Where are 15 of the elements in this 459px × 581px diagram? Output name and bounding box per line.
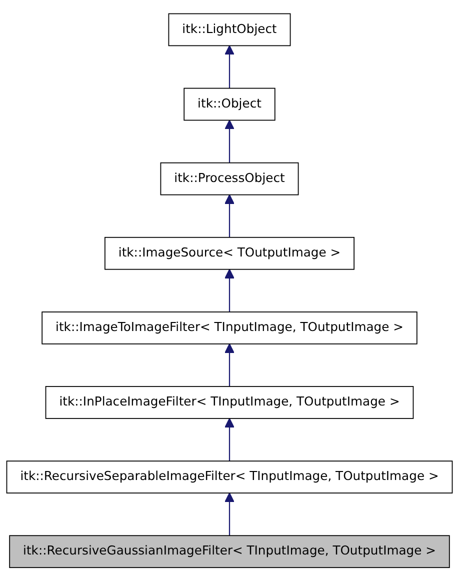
node-box: itk::ProcessObject <box>160 162 299 196</box>
node-box: itk::LightObject <box>168 13 291 46</box>
node-box: itk::RecursiveSeparableImageFilter< TInputImage, TOutputImage > <box>6 460 453 494</box>
node-box: itk::InPlaceImageFilter< TInputImage, TOutputImage > <box>45 386 414 419</box>
arrow <box>224 120 234 163</box>
arrow <box>224 194 234 238</box>
arrow <box>224 492 234 536</box>
node-box: itk::RecursiveGaussianImageFilter< TInputImage, TOutputImage > <box>9 535 450 568</box>
arrow <box>224 268 234 312</box>
arrow <box>224 343 234 386</box>
node-box: itk::ImageToImageFilter< TInputImage, TOutputImage > <box>42 311 418 344</box>
node-box: itk::Object <box>184 88 276 121</box>
arrow <box>224 45 234 88</box>
arrow <box>224 418 234 461</box>
node-box: itk::ImageSource< TOutputImage > <box>104 236 354 270</box>
